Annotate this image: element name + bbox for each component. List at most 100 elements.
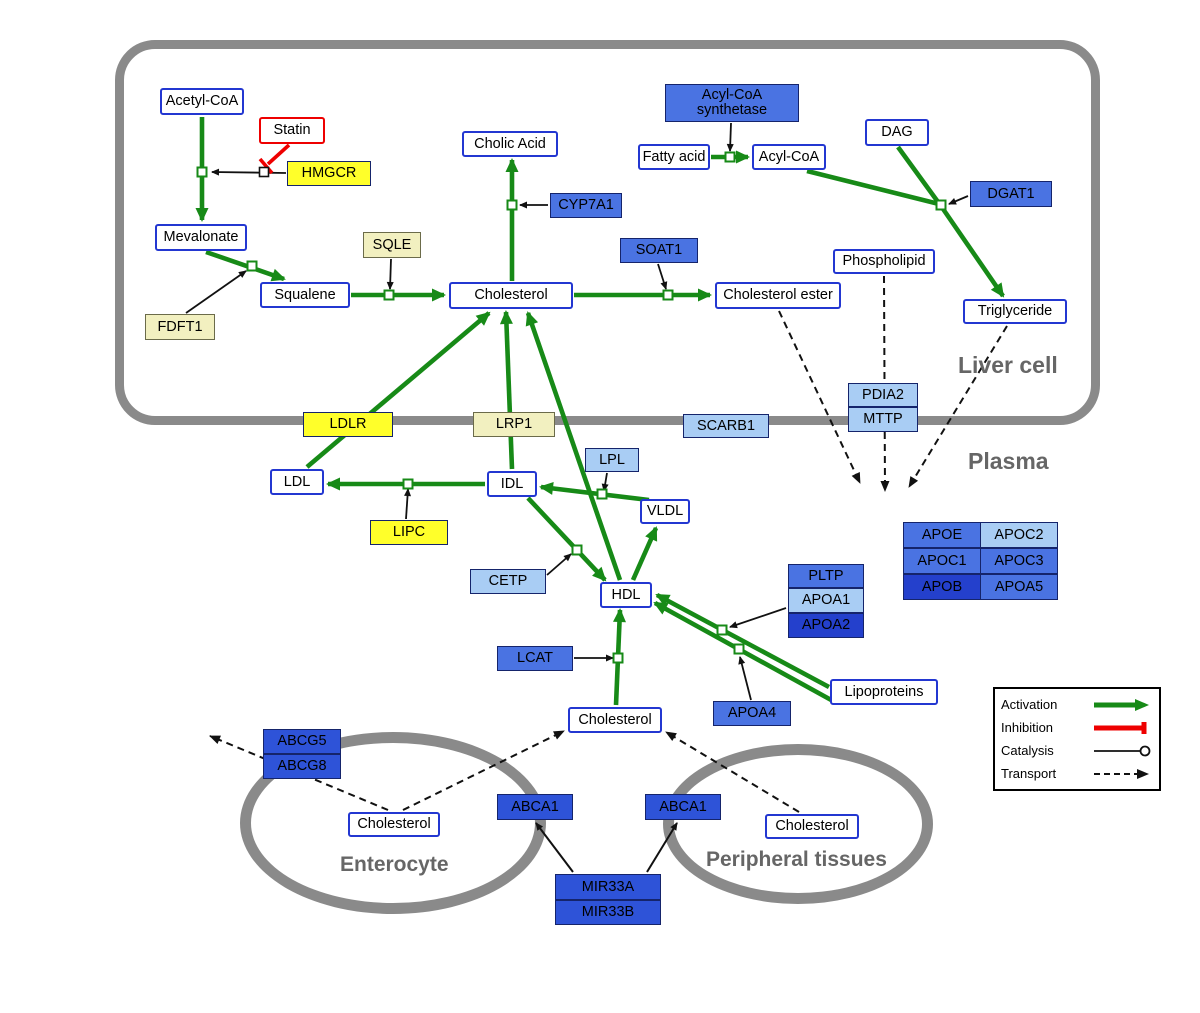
edge-catalysis-cetp — [546, 553, 572, 576]
statin-target-node — [258, 166, 270, 178]
edge-dgat1node-triglyceride — [939, 204, 1005, 298]
catalysis-circle-icon — [1094, 745, 1151, 756]
inhibition-tbar-icon — [1094, 721, 1147, 734]
inhibition-tbar — [258, 157, 274, 175]
node-ldlr[interactable]: LDLR — [303, 412, 393, 437]
node-mttp[interactable]: MTTP — [848, 407, 918, 432]
node-lipc[interactable]: LIPC — [370, 520, 448, 545]
node-soat1[interactable]: SOAT1 — [620, 238, 698, 263]
reaction-nodes — [196, 151, 947, 664]
edge-catalysis-hmgcr — [211, 168, 287, 176]
legend-row-activation: Activation — [1001, 693, 1153, 716]
node-cholesterol-plasma[interactable]: Cholesterol — [568, 707, 662, 733]
node-mir33a[interactable]: MIR33A — [555, 874, 661, 900]
node-cholic-acid[interactable]: Cholic Acid — [462, 131, 558, 157]
node-statin[interactable]: Statin — [259, 117, 325, 144]
edge-catalysis-apoa4 — [738, 656, 752, 701]
node-ldl[interactable]: LDL — [270, 469, 324, 495]
node-acetyl-coa[interactable]: Acetyl-CoA — [160, 88, 244, 115]
legend-row-transport: Transport — [1001, 762, 1153, 785]
node-dgat1[interactable]: DGAT1 — [970, 181, 1052, 207]
node-hmgcr[interactable]: HMGCR — [287, 161, 371, 186]
plasma-label: Plasma — [968, 448, 1049, 474]
peripheral-tissues-membrane — [663, 744, 933, 904]
node-scarb1[interactable]: SCARB1 — [683, 414, 769, 438]
node-apoa4[interactable]: APOA4 — [713, 701, 791, 726]
legend-row-catalysis: Catalysis — [1001, 739, 1153, 762]
node-cholesterol-enterocyte[interactable]: Cholesterol — [348, 812, 440, 837]
node-sqle[interactable]: SQLE — [363, 232, 421, 258]
edge-vldl-idl — [539, 481, 650, 503]
node-abca1-peripheral[interactable]: ABCA1 — [645, 794, 721, 820]
node-lcat[interactable]: LCAT — [497, 646, 573, 671]
edge-transport-enterocyte-cholesterol-plasma — [402, 730, 565, 811]
node-apoe[interactable]: APOE — [903, 522, 981, 548]
edge-catalysis-fdft1 — [185, 270, 247, 314]
node-cetp[interactable]: CETP — [470, 569, 546, 594]
node-apoa2[interactable]: APOA2 — [788, 613, 864, 638]
node-squalene[interactable]: Squalene — [260, 282, 350, 308]
node-pdia2[interactable]: PDIA2 — [848, 383, 918, 407]
edge-transport-cholesterolester-plasma — [778, 310, 861, 484]
node-apoc1[interactable]: APOC1 — [903, 548, 981, 574]
node-triglyceride[interactable]: Triglyceride — [963, 299, 1067, 324]
node-apoc2[interactable]: APOC2 — [980, 522, 1058, 548]
node-apob[interactable]: APOB — [903, 574, 981, 600]
transport-dashed-arrow-icon — [1094, 768, 1149, 779]
edge-transport-triglyceride-plasma — [908, 325, 1008, 488]
edge-catalysis-lpl — [601, 472, 609, 492]
edge-mir33-abca1-enterocyte — [535, 822, 574, 873]
node-fatty-acid[interactable]: Fatty acid — [638, 144, 710, 170]
node-lrp1[interactable]: LRP1 — [473, 412, 555, 437]
node-acyl-coa[interactable]: Acyl-CoA — [752, 144, 826, 170]
node-cholesterol-liver[interactable]: Cholesterol — [449, 282, 573, 309]
node-cholesterol-ester[interactable]: Cholesterol ester — [715, 282, 841, 309]
edge-mevalonate-squalene — [205, 249, 286, 282]
edge-catalysis-sqle — [386, 258, 394, 290]
node-dag[interactable]: DAG — [865, 119, 929, 146]
edge-ldl-ldlr-cholesterol — [305, 311, 491, 469]
legend-activation-label: Activation — [1001, 697, 1058, 712]
node-cholesterol-peripheral[interactable]: Cholesterol — [765, 814, 859, 839]
node-cyp7a1[interactable]: CYP7A1 — [550, 193, 622, 218]
node-fdft1[interactable]: FDFT1 — [145, 314, 215, 340]
node-hdl[interactable]: HDL — [600, 582, 652, 608]
node-pltp[interactable]: PLTP — [788, 564, 864, 588]
node-lipoproteins[interactable]: Lipoproteins — [830, 679, 938, 705]
edge-idl-hdl-cetp — [526, 496, 607, 582]
node-phospholipid[interactable]: Phospholipid — [833, 249, 935, 274]
edge-transport-peripheral-cholesterol-plasma — [665, 731, 800, 813]
edge-lipoproteins-hdl-upper — [655, 592, 831, 690]
edge-mir33-abca1-peripheral — [646, 822, 678, 873]
node-mir33b[interactable]: MIR33B — [555, 900, 661, 925]
node-apoa5[interactable]: APOA5 — [980, 574, 1058, 600]
node-idl[interactable]: IDL — [487, 471, 537, 497]
node-vldl[interactable]: VLDL — [640, 499, 690, 524]
edge-idl-lrp1-cholesterol — [499, 310, 515, 470]
edge-inhibition-statin-hmgcr — [266, 143, 291, 166]
legend-transport-label: Transport — [1001, 766, 1057, 781]
node-apoa1[interactable]: APOA1 — [788, 588, 864, 613]
peripheral-tissues-label: Peripheral tissues — [706, 848, 887, 871]
legend-row-inhibition: Inhibition — [1001, 716, 1153, 739]
node-abca1-enterocyte[interactable]: ABCA1 — [497, 794, 573, 820]
liver-cell-membrane — [115, 40, 1100, 425]
edge-acylcoa-dgat1node — [806, 168, 940, 207]
node-lpl[interactable]: LPL — [585, 448, 639, 472]
edge-catalysis-lipc — [404, 488, 412, 520]
node-abcg8[interactable]: ABCG8 — [263, 754, 341, 779]
node-acyl-coa-synthetase[interactable]: Acyl-CoA synthetase — [665, 84, 799, 122]
node-mevalonate[interactable]: Mevalonate — [155, 224, 247, 251]
legend: Activation Inhibition Catalysis Transpor… — [993, 687, 1161, 791]
enterocyte-label: Enterocyte — [340, 853, 449, 876]
node-abcg5[interactable]: ABCG5 — [263, 729, 341, 754]
node-apoc3[interactable]: APOC3 — [980, 548, 1058, 574]
legend-catalysis-label: Catalysis — [1001, 743, 1054, 758]
edge-catalysis-apoa1-apoa2 — [729, 607, 787, 629]
edge-dag-dgat1node — [896, 145, 940, 204]
edge-hdl-vldl — [630, 526, 659, 581]
liver-cell-label: Liver cell — [958, 352, 1058, 378]
edge-catalysis-acylcoa-synthetase — [726, 122, 734, 152]
